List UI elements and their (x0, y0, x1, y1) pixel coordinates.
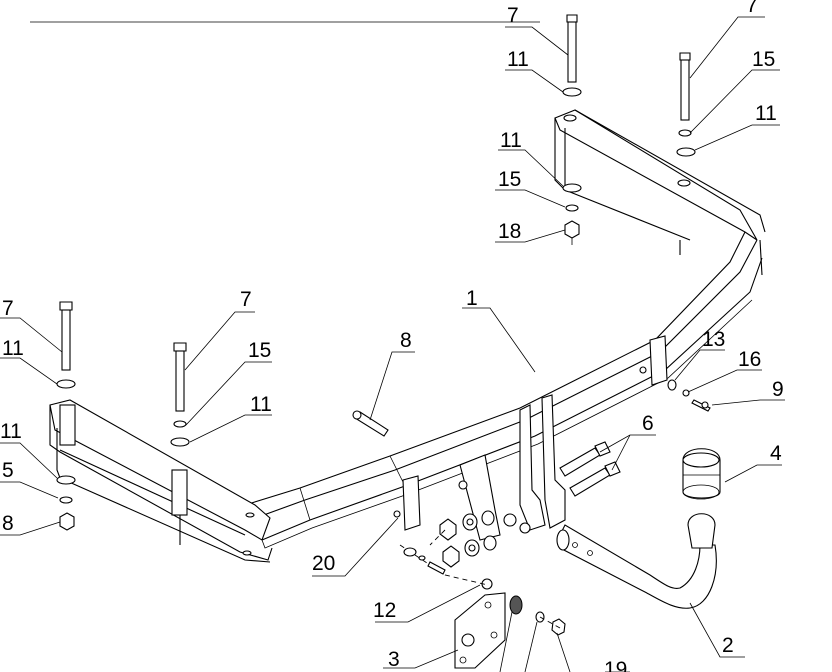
callout-11d: 11 (2, 337, 24, 360)
socket-plate (454, 578, 506, 669)
callout-7b: 7 (746, 0, 758, 17)
right-mounting-bracket (554, 109, 766, 276)
callout-11f: 11 (0, 420, 22, 443)
callout-2: 2 (722, 634, 734, 657)
callout-3: 3 (388, 648, 400, 671)
ball-cover (682, 448, 721, 500)
callout-11b: 11 (755, 102, 777, 125)
bolt-9-set (667, 379, 711, 412)
callout-11e: 11 (250, 393, 272, 416)
callout-15c: 15 (248, 339, 271, 362)
callout-16: 16 (738, 348, 761, 371)
callout-6: 6 (642, 412, 654, 435)
callout-19: 19 (604, 658, 627, 672)
callout-7d: 7 (240, 288, 252, 311)
callout-11c: 11 (500, 129, 522, 152)
bolt-stack-left (56, 301, 76, 531)
callout-1: 1 (466, 287, 478, 310)
center-hook-bracket (458, 394, 566, 541)
callout-9: 9 (772, 378, 784, 401)
callout-12: 12 (373, 599, 396, 622)
callout-15a: 15 (752, 48, 775, 71)
callout-11a: 11 (507, 48, 529, 71)
assembly-hidden-lines (399, 529, 561, 629)
bolt-stack-mid-left (170, 342, 190, 447)
callout-5: 5 (2, 459, 14, 482)
callout-15b: 15 (498, 168, 521, 191)
callout-4: 4 (770, 442, 782, 465)
callout-18: 18 (498, 220, 521, 243)
small-bolt-20 (403, 547, 446, 575)
callout-20: 20 (312, 552, 335, 575)
callout-labels: 1 2 3 4 5 6 7 7 7 7 8 8 9 11 11 11 11 11… (0, 0, 784, 672)
callout-8b: 8 (2, 512, 14, 535)
callout-13: 13 (702, 328, 725, 351)
bolt-stack-top-right (676, 52, 696, 157)
hook-fasteners (439, 510, 497, 568)
bolt-8 (352, 410, 389, 437)
callout-8a: 8 (400, 329, 412, 352)
hook-bolts (559, 441, 621, 497)
leader-lines (0, 16, 785, 672)
callout-7c: 7 (2, 297, 14, 320)
spring-and-nut (509, 595, 566, 636)
left-mounting-bracket (49, 399, 273, 563)
towball-arm (556, 513, 717, 609)
beam-side-plates (393, 335, 668, 531)
callout-7a: 7 (507, 4, 519, 27)
